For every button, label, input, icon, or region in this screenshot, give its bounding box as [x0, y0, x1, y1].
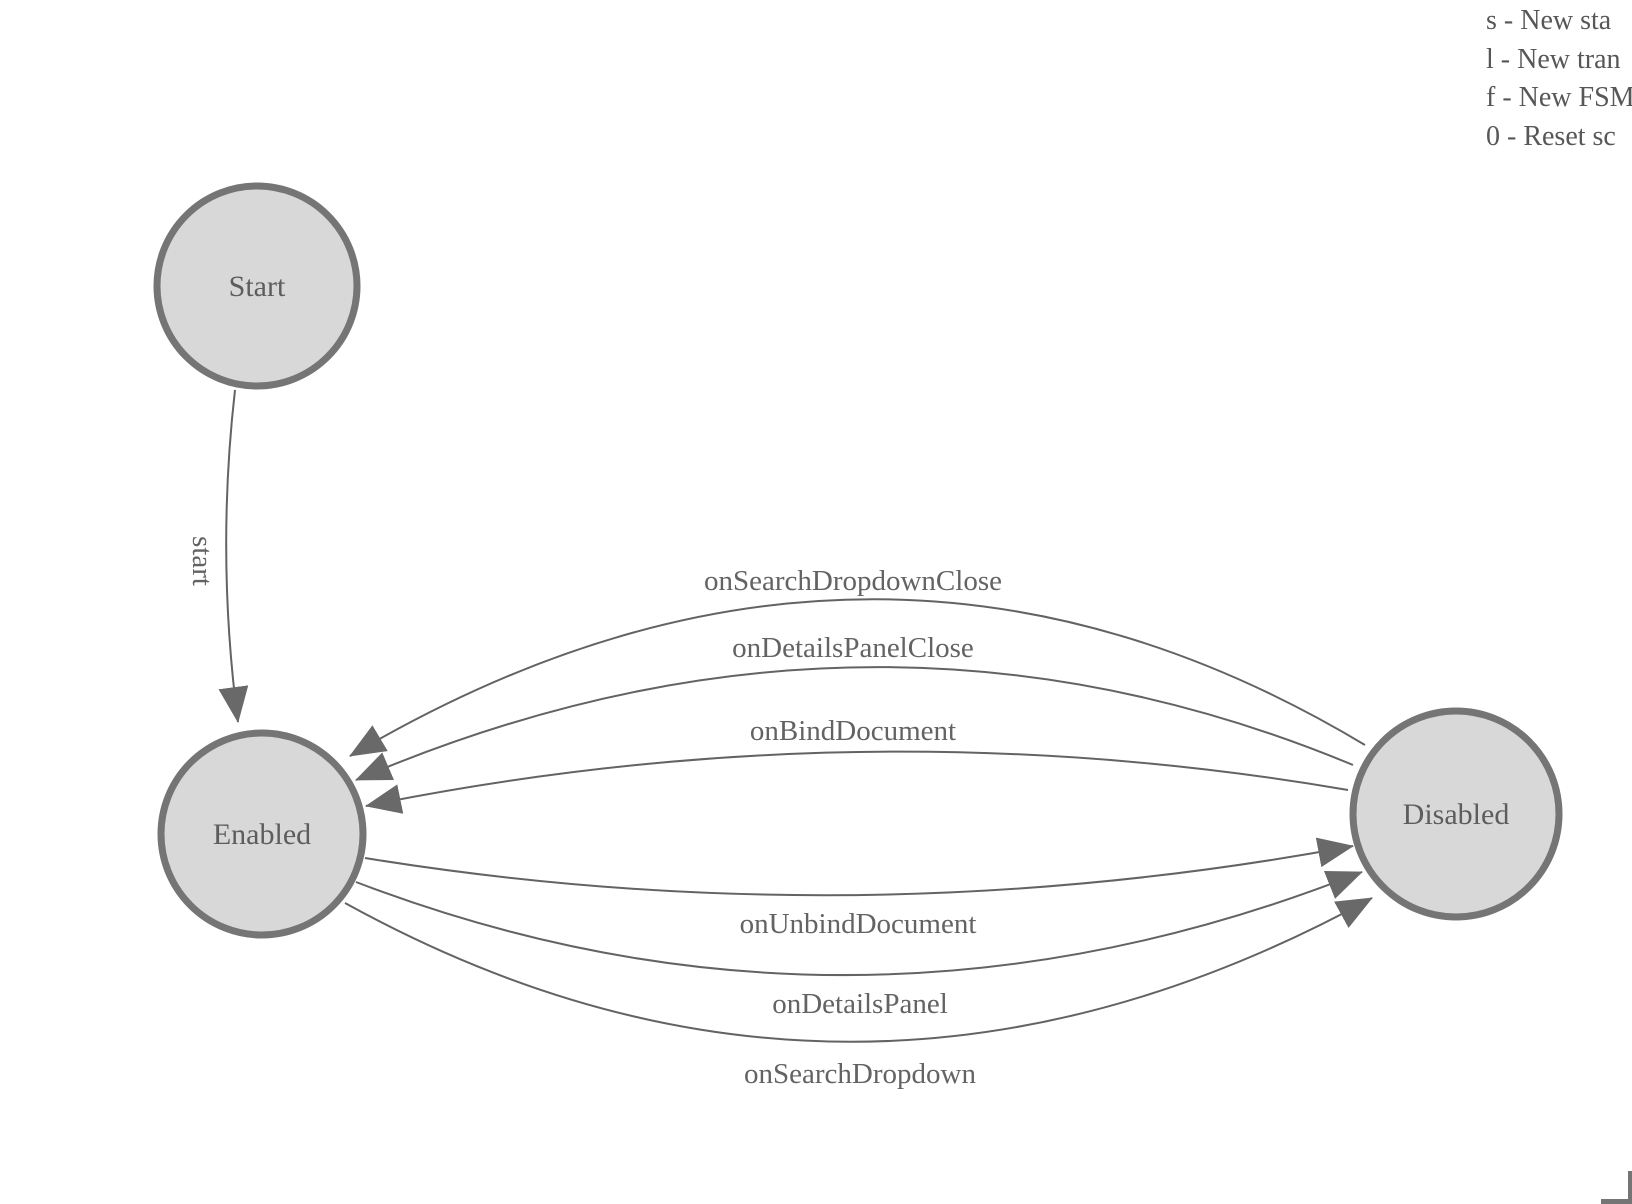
transition-ondetailspanel-path[interactable]: [355, 870, 1363, 977]
transition-onbinddocument-path[interactable]: [365, 750, 1349, 814]
transition-onsearchdropdown-path[interactable]: [344, 897, 1373, 1043]
transition-onunbinddocument-label: onUnbindDocument: [740, 908, 977, 940]
transition-onsearchdropdown-label: onSearchDropdown: [744, 1058, 976, 1090]
transition-onbinddocument-label: onBindDocument: [750, 715, 956, 747]
state-start-label: Start: [229, 270, 286, 303]
transition-ondetailspanel[interactable]: onDetailsPanel: [355, 870, 1363, 1020]
transition-start-path[interactable]: [218, 389, 249, 723]
transition-onbinddocument[interactable]: onBindDocument: [365, 715, 1349, 814]
transition-start-label: start: [186, 536, 218, 586]
transition-onsearchdropdown[interactable]: onSearchDropdown: [344, 897, 1373, 1090]
legend-line-new-transition: l - New tran: [1486, 43, 1621, 75]
state-enabled-circle[interactable]: [157, 729, 367, 939]
state-enabled[interactable]: Enabled: [157, 729, 367, 939]
transition-ondetailspanelclose-path[interactable]: [355, 666, 1354, 781]
canvas-corner-horizontal-bar: [1601, 1199, 1632, 1204]
canvas-corner-vertical-bar: [1628, 1171, 1632, 1204]
transition-ondetailspanel-label: onDetailsPanel: [772, 988, 948, 1020]
legend-line-new-state: s - New sta: [1486, 5, 1612, 36]
transition-ondetailspanelclose-label: onDetailsPanelClose: [732, 632, 974, 664]
shortcut-legend: s - New sta l - New tran f - New FSM 0 -…: [1486, 2, 1632, 156]
state-start[interactable]: Start: [153, 182, 361, 390]
transition-onsearchdropdownclose[interactable]: onSearchDropdownClose: [349, 565, 1366, 757]
transition-onsearchdropdownclose-path[interactable]: [349, 598, 1366, 757]
transition-onunbinddocument-path[interactable]: [364, 837, 1354, 897]
canvas-corner: [1601, 1171, 1632, 1204]
state-start-circle[interactable]: [153, 182, 361, 390]
state-disabled-circle[interactable]: [1349, 707, 1563, 921]
transition-start[interactable]: start: [186, 389, 249, 723]
transition-onunbinddocument[interactable]: onUnbindDocument: [364, 837, 1354, 940]
state-disabled[interactable]: Disabled: [1349, 707, 1563, 921]
state-disabled-label: Disabled: [1403, 798, 1510, 831]
legend-line-new-fsm: f - New FSM: [1486, 82, 1632, 113]
transitions-layer: start onSearchDropdownClose onDetailsPan…: [186, 389, 1373, 1090]
states-layer: Start Enabled Disabled: [153, 182, 1563, 939]
legend-line-reset: 0 - Reset sc: [1486, 120, 1616, 152]
transition-ondetailspanelclose[interactable]: onDetailsPanelClose: [355, 632, 1354, 781]
transition-onsearchdropdownclose-label: onSearchDropdownClose: [704, 565, 1002, 597]
state-enabled-label: Enabled: [213, 818, 311, 851]
